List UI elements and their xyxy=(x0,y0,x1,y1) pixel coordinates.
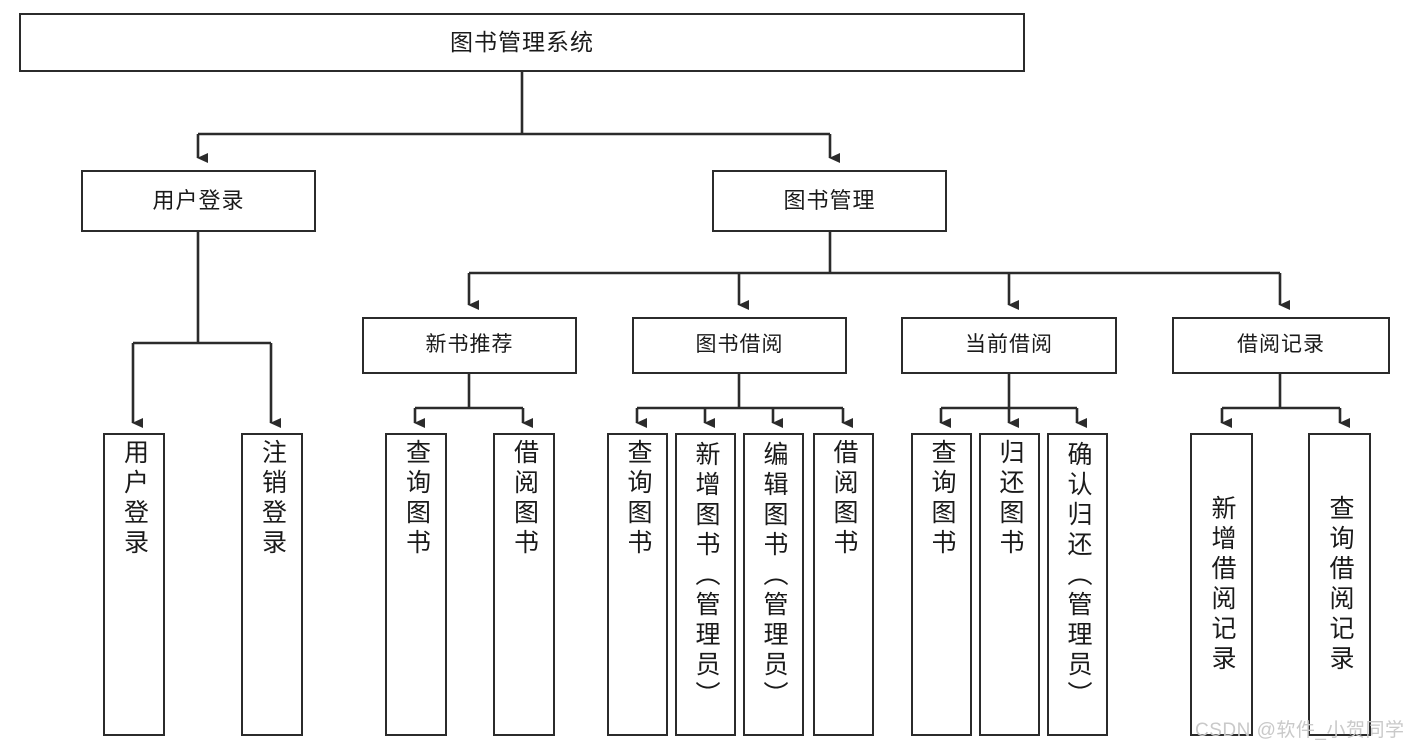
node-label: 查询图书 xyxy=(402,439,431,559)
node-root-book-management-system[interactable]: 图书管理系统 xyxy=(19,13,1025,72)
node-label: 确认归还（管理员） xyxy=(1064,441,1092,711)
leaf-logout[interactable]: 注销登录 xyxy=(241,433,303,736)
node-book-borrow[interactable]: 图书借阅 xyxy=(632,317,847,374)
node-book-management[interactable]: 图书管理 xyxy=(712,170,947,232)
node-label: 借阅图书 xyxy=(830,439,858,559)
node-label: 归还图书 xyxy=(996,439,1024,559)
leaf-query-book-recommend[interactable]: 查询图书 xyxy=(385,433,447,736)
csdn-watermark: CSDN @软件_小贺同学 xyxy=(1195,720,1405,741)
node-label: 图书管理系统 xyxy=(450,28,594,55)
node-label: 借阅记录 xyxy=(1237,333,1325,357)
leaf-query-borrow-record[interactable]: 查询借阅记录 xyxy=(1308,433,1371,736)
leaf-query-book-borrow[interactable]: 查询图书 xyxy=(607,433,668,736)
node-label: 用户登录 xyxy=(152,188,245,214)
node-label: 新增借阅记录 xyxy=(1208,494,1236,675)
leaf-query-book-current[interactable]: 查询图书 xyxy=(911,433,972,736)
node-label: 借阅图书 xyxy=(510,439,539,559)
leaf-user-login[interactable]: 用户登录 xyxy=(103,433,165,736)
node-new-book-recommend[interactable]: 新书推荐 xyxy=(362,317,577,374)
node-label: 当前借阅 xyxy=(965,333,1053,357)
node-label: 查询图书 xyxy=(624,439,652,559)
node-user-login[interactable]: 用户登录 xyxy=(81,170,316,232)
leaf-add-borrow-record[interactable]: 新增借阅记录 xyxy=(1190,433,1253,736)
leaf-add-book-admin[interactable]: 新增图书（管理员） xyxy=(675,433,736,736)
leaf-edit-book-admin[interactable]: 编辑图书（管理员） xyxy=(743,433,804,736)
node-label: 新书推荐 xyxy=(425,333,514,357)
node-label: 新增图书（管理员） xyxy=(692,441,720,711)
node-label: 用户登录 xyxy=(120,439,149,559)
node-label: 图书借阅 xyxy=(695,333,784,357)
node-label: 注销登录 xyxy=(258,439,287,559)
node-label: 查询图书 xyxy=(928,439,956,559)
leaf-return-book[interactable]: 归还图书 xyxy=(979,433,1040,736)
leaf-confirm-return-admin[interactable]: 确认归还（管理员） xyxy=(1047,433,1108,736)
leaf-borrow-book[interactable]: 借阅图书 xyxy=(813,433,874,736)
node-label: 编辑图书（管理员） xyxy=(760,441,788,711)
node-borrow-record[interactable]: 借阅记录 xyxy=(1172,317,1390,374)
leaf-borrow-book-recommend[interactable]: 借阅图书 xyxy=(493,433,555,736)
node-current-borrow[interactable]: 当前借阅 xyxy=(901,317,1117,374)
node-label: 查询借阅记录 xyxy=(1326,494,1354,675)
node-label: 图书管理 xyxy=(783,188,876,214)
